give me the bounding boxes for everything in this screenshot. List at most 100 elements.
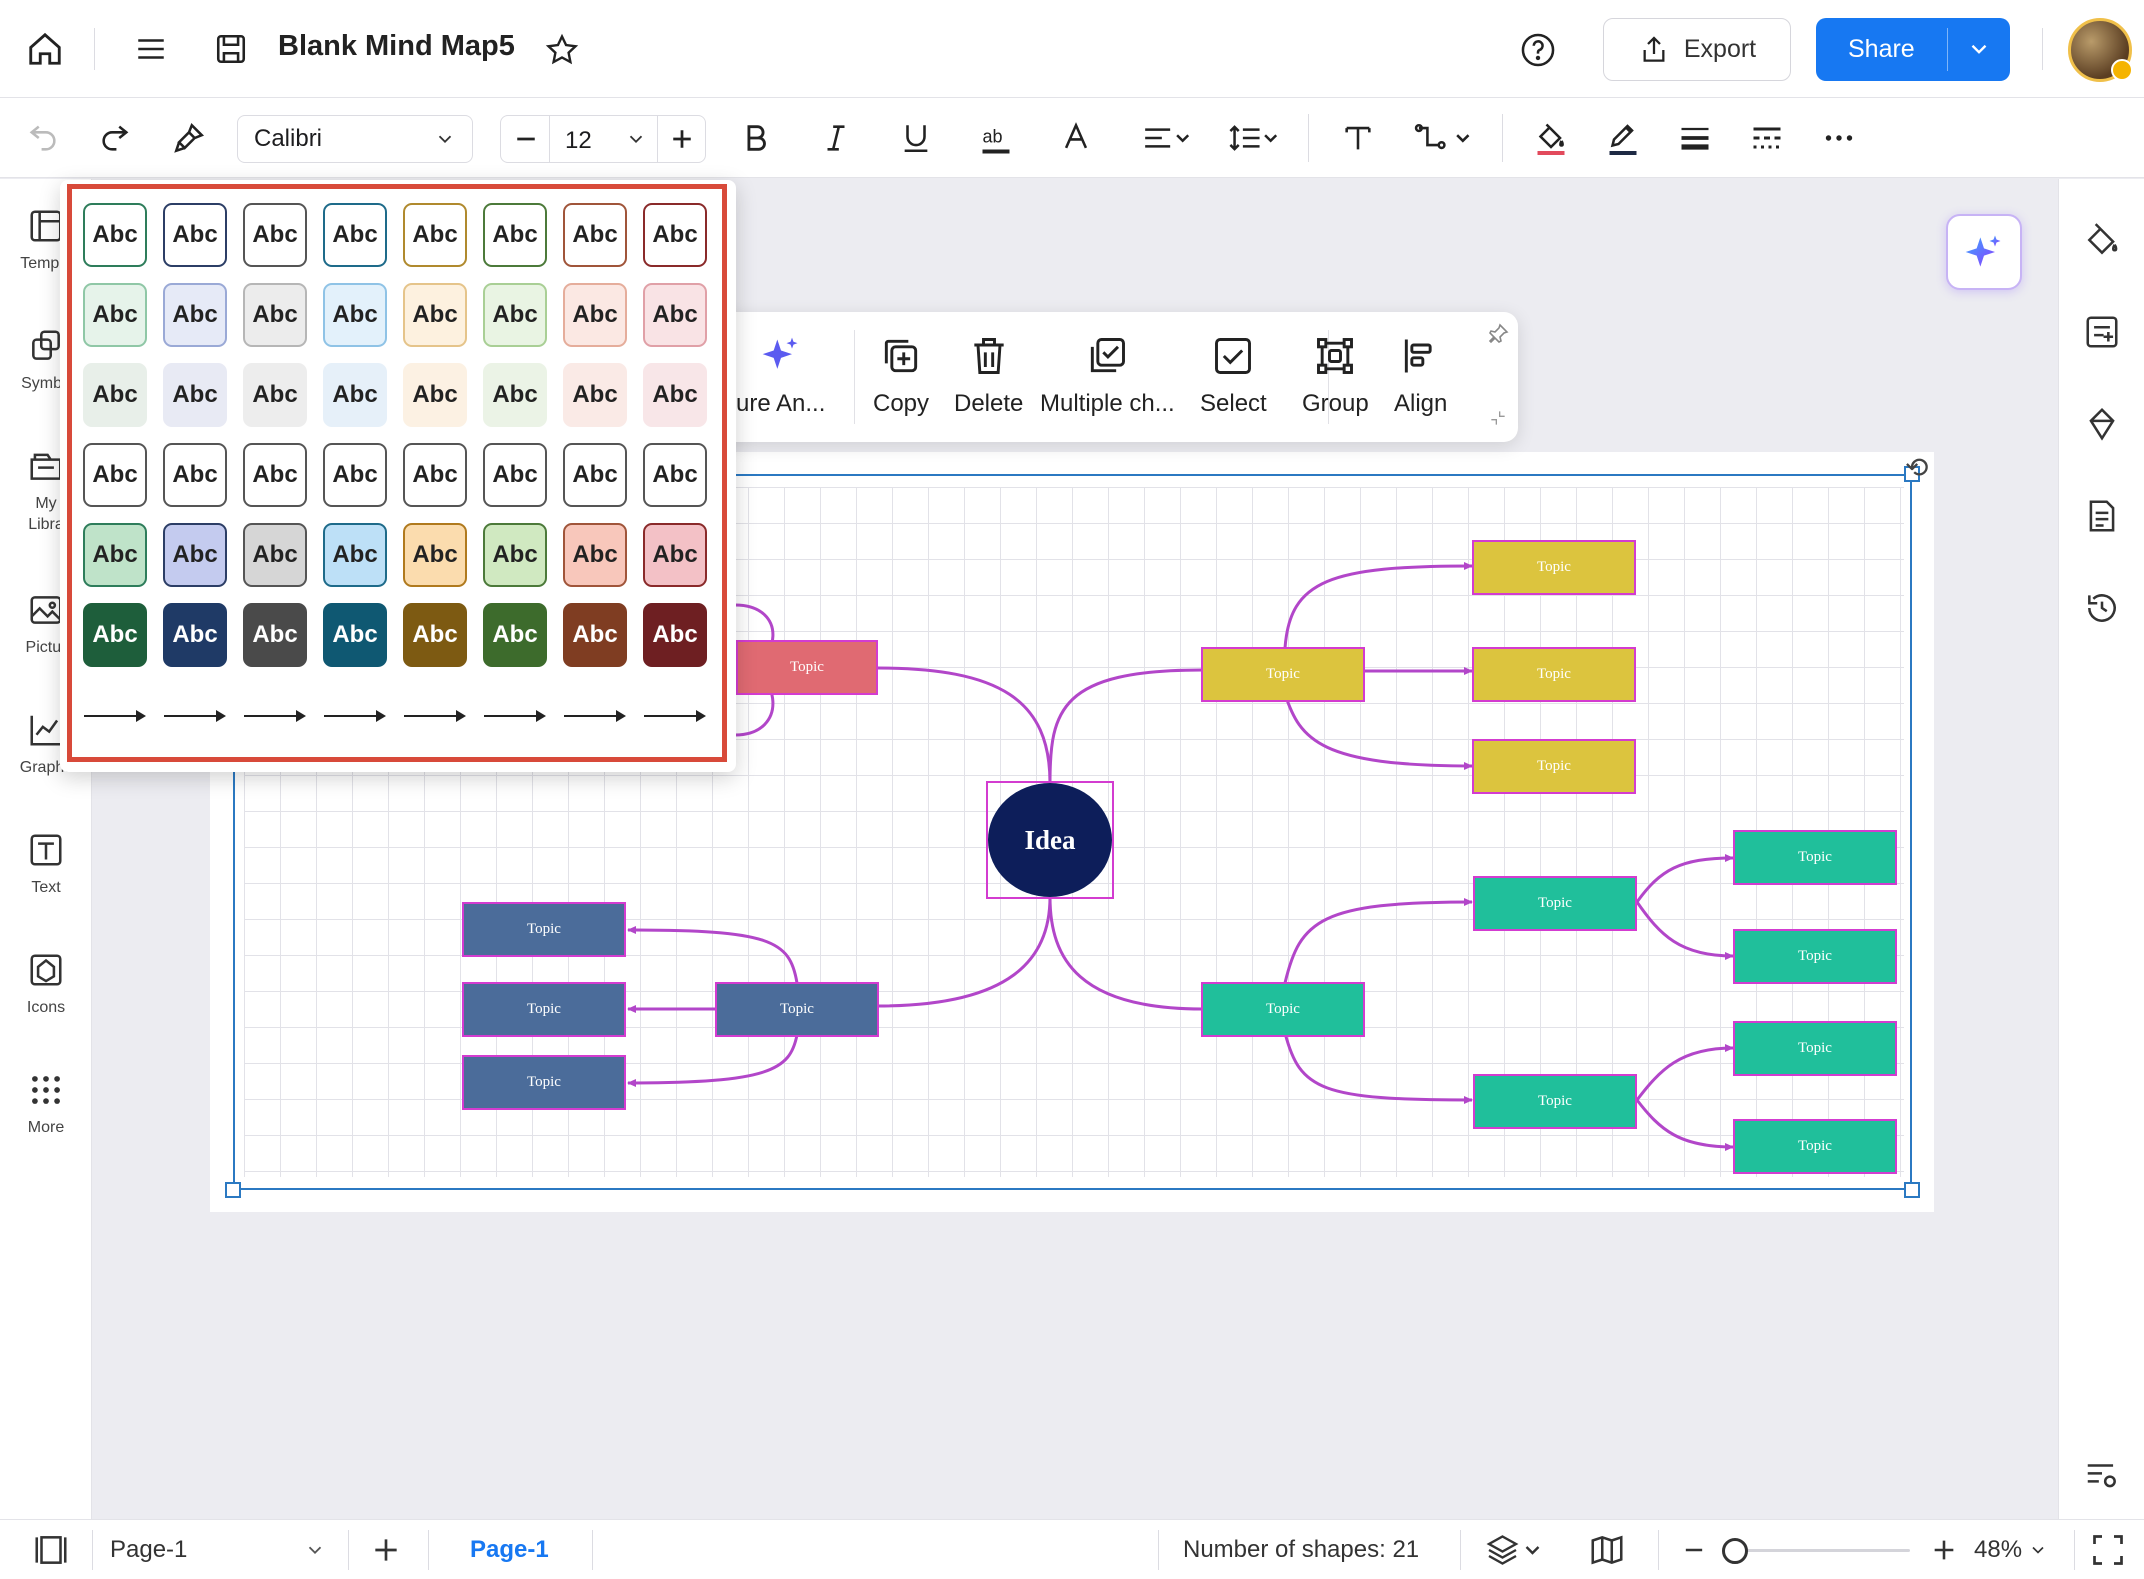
multiple-choice-button[interactable]: Multiple ch... <box>1040 334 1175 418</box>
connector-style-swatch[interactable] <box>402 706 468 726</box>
increase-font-size-icon[interactable] <box>667 124 697 154</box>
style-swatch[interactable]: Abc <box>643 523 707 587</box>
style-swatch[interactable]: Abc <box>323 523 387 587</box>
topic-node[interactable]: Topic <box>1733 1119 1897 1174</box>
style-swatch[interactable]: Abc <box>83 523 147 587</box>
sidebar-item-symbols[interactable]: Symbo <box>0 327 92 394</box>
underline-button[interactable] <box>894 112 938 164</box>
sidebar-item-icons[interactable]: Icons <box>0 951 92 1018</box>
topic-node[interactable]: Topic <box>715 982 879 1037</box>
line-spacing-button[interactable] <box>1222 112 1286 164</box>
style-swatch[interactable]: Abc <box>243 443 307 507</box>
fill-color-button[interactable] <box>1528 112 1574 164</box>
style-swatch[interactable]: Abc <box>643 363 707 427</box>
sidebar-item-graphs[interactable]: Graphs <box>0 711 92 778</box>
style-swatch[interactable]: Abc <box>323 443 387 507</box>
text-align-button[interactable] <box>1134 112 1198 164</box>
layers-button[interactable] <box>1484 1520 1542 1579</box>
add-page-button[interactable] <box>370 1520 402 1579</box>
select-button[interactable]: Select <box>1200 334 1267 418</box>
line-color-button[interactable] <box>1600 112 1646 164</box>
style-panel-button[interactable] <box>2081 219 2123 261</box>
style-swatch[interactable]: Abc <box>563 283 627 347</box>
sidebar-item-more[interactable]: More <box>0 1071 92 1138</box>
style-swatch[interactable]: Abc <box>483 283 547 347</box>
topic-node[interactable]: Topic <box>1472 739 1636 794</box>
font-family-select[interactable]: Calibri <box>237 115 473 163</box>
delete-button[interactable]: Delete <box>954 334 1023 418</box>
sidebar-item-my-library[interactable]: My Libra <box>0 447 92 535</box>
feature-analysis-button[interactable]: ure An... <box>736 334 825 418</box>
style-swatch[interactable]: Abc <box>563 363 627 427</box>
favorite-button[interactable] <box>540 28 584 72</box>
style-swatch[interactable]: Abc <box>323 203 387 267</box>
pin-toolbar-button[interactable] <box>1486 322 1510 351</box>
zoom-level-select[interactable]: 48% <box>1974 1520 2048 1579</box>
style-swatch[interactable]: Abc <box>243 523 307 587</box>
central-topic[interactable]: Idea <box>988 783 1112 897</box>
style-swatch[interactable]: Abc <box>243 363 307 427</box>
style-swatch[interactable]: Abc <box>163 363 227 427</box>
line-weight-button[interactable] <box>1672 112 1718 164</box>
connector-button[interactable] <box>1406 112 1480 164</box>
share-dropdown-icon[interactable] <box>1966 36 1992 69</box>
style-swatch[interactable]: Abc <box>483 523 547 587</box>
topic-node[interactable]: Topic <box>1472 540 1636 595</box>
group-selection-button[interactable]: Group <box>1302 334 1369 418</box>
style-swatch[interactable]: Abc <box>83 283 147 347</box>
style-swatch[interactable]: Abc <box>83 443 147 507</box>
style-swatch[interactable]: Abc <box>563 443 627 507</box>
connector-style-swatch[interactable] <box>322 706 388 726</box>
text-tool-button[interactable] <box>1336 112 1380 164</box>
settings-list-button[interactable] <box>2081 1454 2123 1496</box>
share-button[interactable]: Share <box>1816 18 2010 81</box>
more-options-button[interactable] <box>1816 112 1862 164</box>
style-swatch[interactable]: Abc <box>403 363 467 427</box>
style-swatch[interactable]: Abc <box>323 603 387 667</box>
connector-style-swatch[interactable] <box>242 706 308 726</box>
notes-button[interactable] <box>2081 495 2123 537</box>
page-panel-toggle[interactable] <box>32 1520 70 1579</box>
collapse-toolbar-icon[interactable] <box>1488 408 1508 433</box>
style-swatch[interactable]: Abc <box>83 363 147 427</box>
italic-button[interactable] <box>814 112 858 164</box>
help-button[interactable] <box>1516 28 1560 72</box>
format-painter-button[interactable] <box>166 112 212 164</box>
connector-style-swatch[interactable] <box>82 706 148 726</box>
style-swatch[interactable]: Abc <box>83 603 147 667</box>
ai-assistant-button[interactable] <box>1946 214 2022 290</box>
connector-style-swatch[interactable] <box>562 706 628 726</box>
home-button[interactable] <box>22 26 68 72</box>
map-view-button[interactable] <box>1588 1520 1626 1579</box>
style-swatch[interactable]: Abc <box>403 523 467 587</box>
fullscreen-button[interactable] <box>2090 1520 2126 1579</box>
topic-node[interactable]: Topic <box>1733 929 1897 984</box>
style-swatch[interactable]: Abc <box>483 443 547 507</box>
export-button[interactable]: Export <box>1603 18 1791 81</box>
style-swatch[interactable]: Abc <box>643 203 707 267</box>
zoom-slider-handle[interactable] <box>1722 1538 1748 1564</box>
topic-node[interactable]: Topic <box>736 640 878 695</box>
style-swatch[interactable]: Abc <box>243 283 307 347</box>
style-swatch[interactable]: Abc <box>563 603 627 667</box>
topic-node[interactable]: Topic <box>1473 1074 1637 1129</box>
connector-style-swatch[interactable] <box>162 706 228 726</box>
zoom-in-button[interactable] <box>1930 1520 1958 1579</box>
style-swatch[interactable]: Abc <box>163 443 227 507</box>
font-color-button[interactable] <box>1054 112 1098 164</box>
chevron-down-icon[interactable] <box>625 128 647 150</box>
style-swatch[interactable]: Abc <box>323 363 387 427</box>
topic-node[interactable]: Topic <box>1473 876 1637 931</box>
style-swatch[interactable]: Abc <box>243 203 307 267</box>
page-setup-button[interactable] <box>2081 311 2123 353</box>
avatar[interactable] <box>2068 18 2133 82</box>
topic-node[interactable]: Topic <box>1201 647 1365 702</box>
line-style-button[interactable] <box>1744 112 1790 164</box>
style-swatch[interactable]: Abc <box>163 283 227 347</box>
align-button[interactable]: Align <box>1394 334 1447 418</box>
font-size-value[interactable]: 12 <box>565 127 592 154</box>
history-button[interactable] <box>2081 587 2123 629</box>
style-swatch[interactable]: Abc <box>643 443 707 507</box>
topic-node[interactable]: Topic <box>1733 1021 1897 1076</box>
style-swatch[interactable]: Abc <box>643 283 707 347</box>
